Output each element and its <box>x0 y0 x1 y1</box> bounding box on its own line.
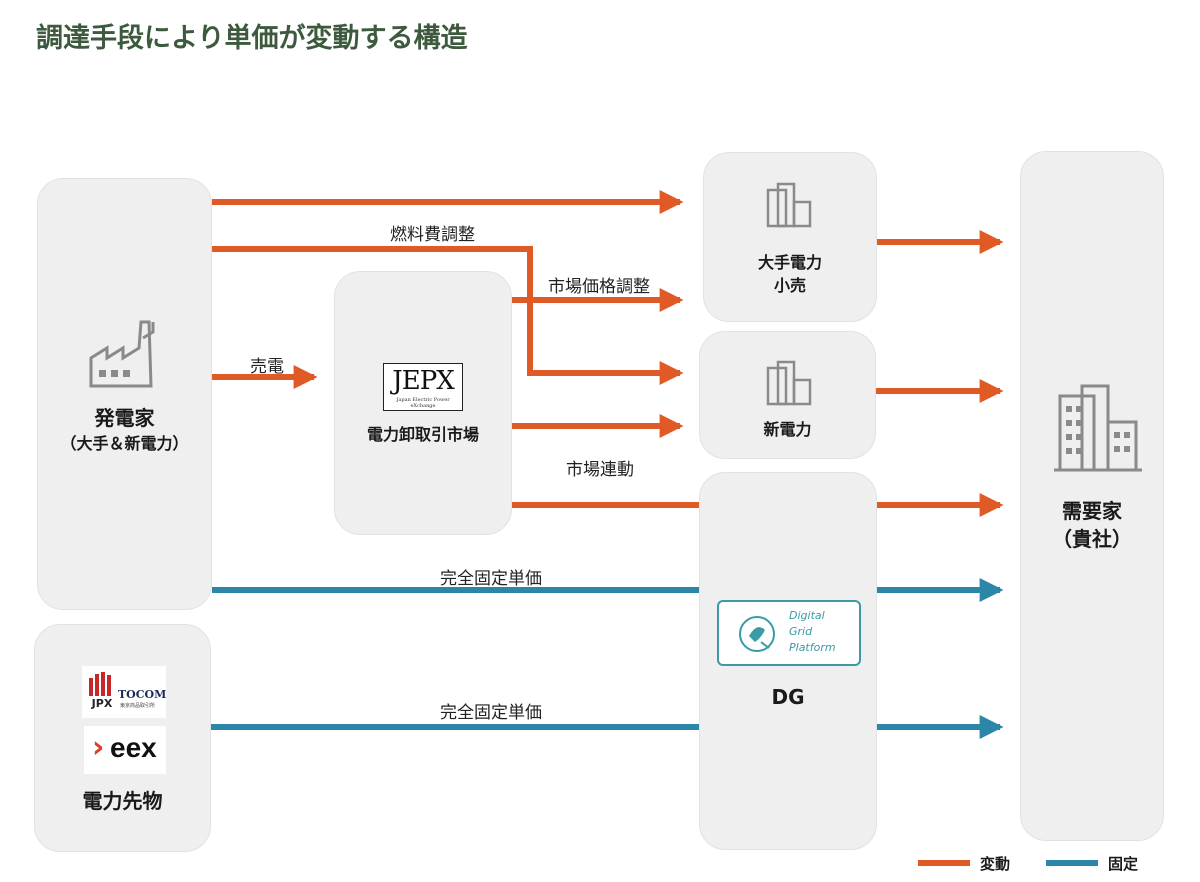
office-building-icon <box>1054 384 1142 472</box>
new-power-label: 新電力 <box>763 420 812 439</box>
legend-fixed-label: 固定 <box>1108 854 1139 873</box>
new-power-box <box>699 331 876 459</box>
jepx-label: 電力卸取引市場 <box>366 425 479 444</box>
factory-icon <box>89 320 155 388</box>
dgp-emblem-icon <box>739 616 775 652</box>
customer-sublabel: （貴社） <box>1052 527 1132 551</box>
generator-box <box>37 178 212 610</box>
generator-label: 発電家 <box>94 406 155 430</box>
futures-label: 電力先物 <box>82 789 163 813</box>
dg-label: DG <box>771 685 805 709</box>
legend-fixed: 固定 <box>1046 850 1138 876</box>
edge-label-fixed-price-2: 完全固定単価 <box>440 703 542 723</box>
dgp-line-1: Digital <box>789 609 825 622</box>
major-retail-sublabel: 小売 <box>773 276 806 295</box>
edge-label-market-price-adjust: 市場価格調整 <box>548 277 650 297</box>
building-icon <box>766 360 812 406</box>
eex-text: eex <box>110 732 157 763</box>
jpx-text: JPX <box>91 697 113 710</box>
jepx-logo: JEPX Japan Electric Power eXchange <box>383 363 463 411</box>
jpx-tocom-logo: JPX TOCOM 東京商品取引所 <box>82 666 166 718</box>
customer-label: 需要家 <box>1062 499 1122 523</box>
legend-variable-label: 変動 <box>980 854 1011 873</box>
building-icon <box>766 182 812 228</box>
edge-label-fuel-adjust: 燃料費調整 <box>390 225 475 245</box>
tocom-text: TOCOM <box>118 688 167 701</box>
legend-variable: 変動 <box>918 850 1010 876</box>
jepx-logo-text: JEPX <box>392 366 454 396</box>
edge-label-fixed-price-1: 完全固定単価 <box>440 569 542 589</box>
major-retail-label: 大手電力 <box>757 253 822 272</box>
arrow-generator-fuel-adjust <box>212 246 684 385</box>
tocom-subtext: 東京商品取引所 <box>120 703 156 709</box>
digital-grid-logo: Digital Grid Platform <box>717 600 861 666</box>
generator-sublabel: （大手＆新電力） <box>60 434 189 453</box>
eex-logo: › eex <box>84 726 166 774</box>
dgp-line-3: Platform <box>789 641 836 654</box>
jpx-emblem-icon <box>89 672 111 696</box>
legend-variable-swatch <box>918 860 970 866</box>
eex-chevron-icon: › <box>92 730 105 765</box>
customer-box <box>1020 151 1164 841</box>
jepx-logo-subtext: Japan Electric Power eXchange <box>396 397 450 409</box>
page-title: 調達手段により単価が変動する構造 <box>36 23 468 54</box>
legend-fixed-swatch <box>1046 860 1098 866</box>
dgp-line-2: Grid <box>789 625 813 638</box>
edge-label-sell-power: 売電 <box>250 357 284 377</box>
major-retail-box <box>703 152 877 322</box>
edge-label-market-linked: 市場連動 <box>566 460 634 480</box>
